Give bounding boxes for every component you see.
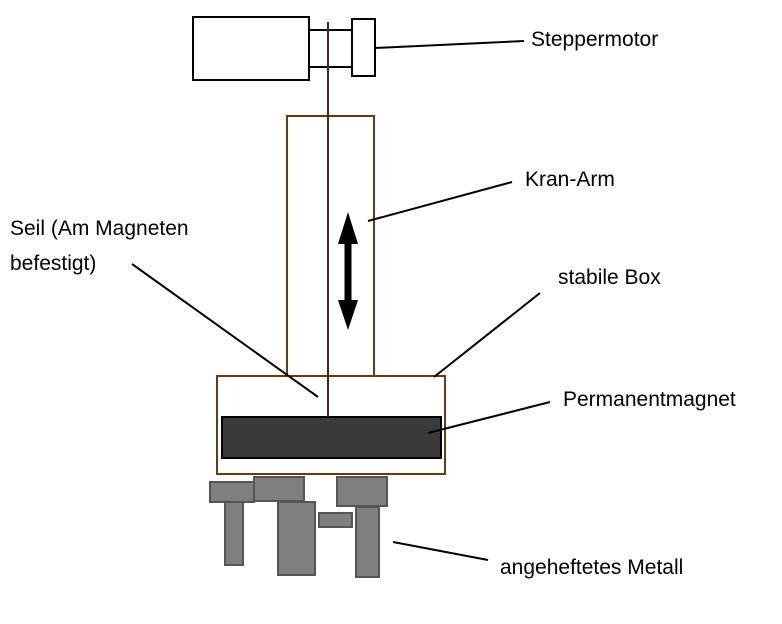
metal-piece: [318, 512, 353, 528]
label-stable-box: stabile Box: [558, 266, 661, 289]
motor-shaft: [308, 29, 353, 68]
leader-lines: [131, 40, 551, 561]
label-attached-metal: angeheftetes Metall: [500, 556, 683, 579]
motor-pulley: [351, 18, 376, 77]
metal-piece: [209, 481, 255, 503]
leader-line-crane-arm: [367, 181, 513, 222]
leader-line-magnet: [427, 401, 551, 434]
metal-piece: [224, 501, 244, 566]
metal-piece: [355, 506, 380, 578]
label-rope-line2: befestigt): [10, 252, 96, 275]
permanent-magnet: [221, 416, 442, 459]
stepper-motor: [192, 16, 376, 81]
leader-line-rope: [131, 263, 319, 398]
metal-piece: [277, 501, 316, 576]
label-stepper-motor: Steppermotor: [531, 28, 658, 51]
label-crane-arm: Kran-Arm: [525, 168, 615, 191]
metal-piece: [253, 476, 305, 502]
leader-line-stepper: [374, 40, 525, 49]
movement-arrow: [338, 212, 358, 330]
leader-line-box: [433, 292, 541, 378]
label-permanent-magnet: Permanentmagnet: [563, 388, 736, 411]
metal-piece: [336, 476, 388, 507]
crane-arm: [286, 115, 375, 377]
attached-metal: [209, 476, 388, 578]
label-rope-line1: Seil (Am Magneten: [10, 217, 189, 240]
leader-line-metal: [392, 541, 489, 561]
motor-body: [192, 16, 310, 81]
